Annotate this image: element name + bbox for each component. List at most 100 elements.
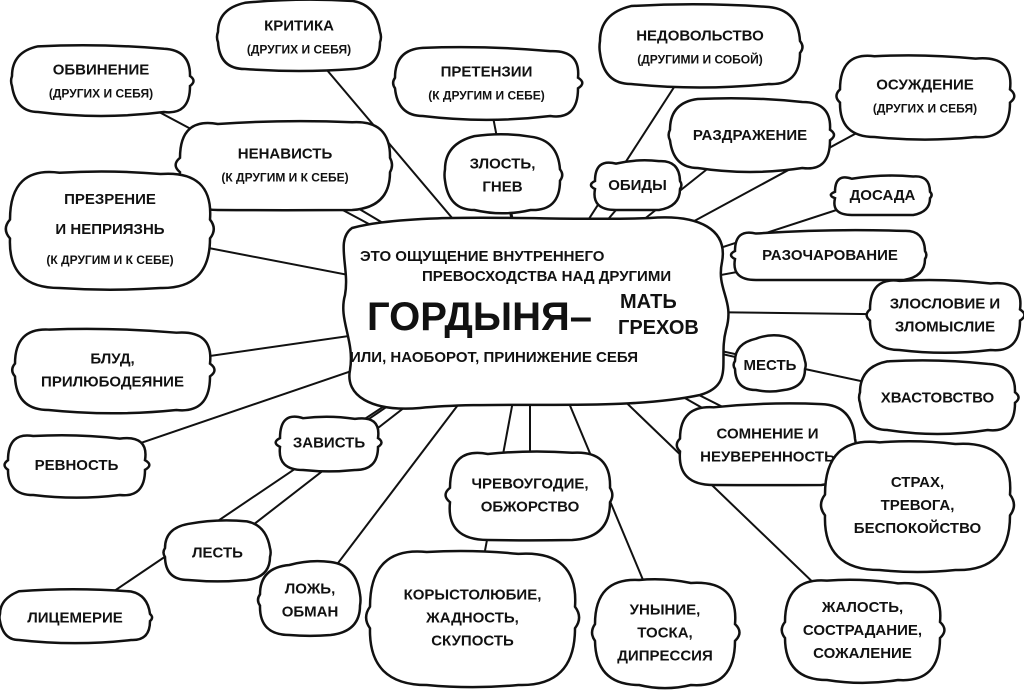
- node-label: РАЗОЧАРОВАНИЕ: [762, 247, 898, 264]
- node-blob: [819, 439, 1016, 574]
- node-label: ПРЕЗРЕНИЕ: [64, 191, 156, 208]
- node-blud: БЛУД, ПРИЛЮБОДЕЯНИЕ: [10, 327, 216, 415]
- node-blob: [675, 402, 857, 487]
- node-razocharovanie: РАЗОЧАРОВАНИЕ: [729, 228, 928, 282]
- center-line-2: ПРЕВОСХОДСТВА НАД ДРУГИМИ: [422, 268, 671, 285]
- node-label: ПРИЛЮБОДЕЯНИЕ: [41, 374, 184, 391]
- node-somnenie: СОМНЕНИЕ И НЕУВЕРЕННОСТЬ: [675, 402, 857, 487]
- node-label: ЗЛОМЫСЛИЕ: [895, 319, 995, 336]
- node-blob: [215, 0, 383, 73]
- node-zloslovie: ЗЛОСЛОВИЕ И ЗЛОМЫСЛИЕ: [865, 278, 1024, 355]
- node-label: ГНЕВ: [482, 179, 522, 196]
- node-licemerie: ЛИЦЕМЕРИЕ: [0, 587, 154, 645]
- node-label: КРИТИКА: [264, 18, 334, 35]
- node-label: УНЫНИЕ,: [630, 602, 701, 619]
- node-blob: [256, 559, 362, 638]
- node-sublabel: (К ДРУГИМ И К СЕБЕ): [221, 171, 348, 185]
- node-label: ЖАЛОСТЬ,: [821, 599, 903, 616]
- node-blob: [174, 119, 394, 212]
- node-blob: [391, 45, 584, 122]
- node-dosada: ДОСАДА: [829, 174, 933, 217]
- node-lest: ЛЕСТЬ: [162, 519, 272, 583]
- node-label: ЗЛОСТЬ,: [470, 156, 536, 173]
- node-label: ЛИЦЕМЕРИЕ: [27, 610, 123, 627]
- node-nedovolstvo: НЕДОВОЛЬСТВО (ДРУГИМИ И СОБОЙ): [598, 3, 804, 89]
- node-label: ЧРЕВОУГОДИЕ,: [471, 476, 588, 493]
- node-mest: МЕСТЬ: [732, 333, 807, 393]
- node-blob: [10, 327, 216, 415]
- node-blob: [444, 450, 614, 542]
- node-nenavist: НЕНАВИСТЬ(К ДРУГИМ И К СЕБЕ): [174, 119, 394, 212]
- node-sublabel: (ДРУГИХ И СЕБЯ): [247, 43, 351, 57]
- node-label: СТРАХ,: [891, 474, 944, 491]
- node-blob: [667, 96, 836, 174]
- node-label: ОБМАН: [282, 604, 339, 621]
- node-zhalost: ЖАЛОСТЬ, СОСТРАДАНИЕ, СОЖАЛЕНИЕ: [780, 578, 946, 685]
- node-label: СОЖАЛЕНИЕ: [813, 645, 912, 662]
- node-blob: [590, 578, 741, 690]
- center-title: ГОРДЫНЯ–: [367, 295, 592, 339]
- node-blob: [4, 170, 216, 291]
- node-korystolyubie: КОРЫСТОЛЮБИЕ, ЖАДНОСТЬ, СКУПОСТЬ: [364, 549, 581, 689]
- node-strah: СТРАХ,ТРЕВОГА,БЕСПОКОЙСТВО: [819, 439, 1016, 574]
- node-label: НЕДОВОЛЬСТВО: [636, 28, 764, 45]
- center-blob: [342, 216, 730, 410]
- node-label: И НЕПРИЯЗНЬ: [55, 221, 164, 238]
- node-pretenzii: ПРЕТЕНЗИИ(К ДРУГИМ И СЕБЕ): [391, 45, 584, 122]
- node-chrevougodie: ЧРЕВОУГОДИЕ, ОБЖОРСТВО: [444, 450, 614, 542]
- center-subtitle-1: МАТЬ: [620, 291, 677, 313]
- node-blob: [162, 519, 272, 583]
- node-sublabel: (ДРУГИМИ И СОБОЙ): [637, 52, 762, 67]
- node-label: ЗАВИСТЬ: [293, 435, 365, 452]
- node-blob: [0, 587, 154, 645]
- node-label: ХВАСТОВСТВО: [881, 390, 995, 407]
- node-sublabel: (К ДРУГИМ И СЕБЕ): [428, 89, 545, 103]
- node-hvastovstvo: ХВАСТОВСТВО: [857, 359, 1020, 436]
- node-label: ОБВИНЕНИЕ: [53, 62, 150, 79]
- node-blob: [9, 44, 195, 118]
- node-zavist: ЗАВИСТЬ: [274, 415, 383, 473]
- node-blob: [835, 54, 1016, 141]
- node-razdrazhenie: РАЗДРАЖЕНИЕ: [667, 96, 836, 174]
- node-osuzhdenie: ОСУЖДЕНИЕ(ДРУГИХ И СЕБЯ): [835, 54, 1016, 141]
- node-label: РЕВНОСТЬ: [35, 457, 119, 474]
- node-blob: [443, 132, 564, 215]
- node-label: СОМНЕНИЕ И: [716, 426, 818, 443]
- node-label: БЛУД,: [90, 351, 134, 368]
- node-label: РАЗДРАЖЕНИЕ: [693, 127, 807, 144]
- node-label: ЗЛОСЛОВИЕ И: [890, 296, 1000, 313]
- node-blob: [857, 359, 1020, 436]
- center-line-3: ИЛИ, НАОБОРОТ, ПРИНИЖЕНИЕ СЕБЯ: [350, 349, 638, 366]
- node-label: ОБИДЫ: [608, 177, 667, 194]
- center-node: ЭТО ОЩУЩЕНИЕ ВНУТРЕННЕГО ПРЕВОСХОДСТВА Н…: [342, 216, 730, 410]
- node-label: СОСТРАДАНИЕ,: [803, 622, 922, 639]
- node-sublabel: (ДРУГИХ И СЕБЯ): [873, 102, 977, 116]
- node-label: ТРЕВОГА,: [881, 497, 955, 514]
- node-blob: [865, 278, 1024, 355]
- node-blob: [364, 549, 581, 689]
- node-label: МЕСТЬ: [744, 357, 797, 374]
- node-blob: [829, 174, 933, 217]
- node-obidy: ОБИДЫ: [589, 159, 683, 212]
- node-label: ДОСАДА: [850, 187, 916, 204]
- node-obvinenie: ОБВИНЕНИЕ(ДРУГИХ И СЕБЯ): [9, 44, 195, 118]
- node-blob: [598, 3, 804, 89]
- node-unynie: УНЫНИЕ, ТОСКА, ДИПРЕССИЯ: [590, 578, 741, 690]
- node-blob: [3, 433, 151, 499]
- node-label: КОРЫСТОЛЮБИЕ,: [404, 587, 542, 604]
- center-subtitle-2: ГРЕХОВ: [618, 317, 699, 339]
- node-label: ЛОЖЬ,: [285, 581, 336, 598]
- node-blob: [589, 159, 683, 212]
- node-zlost: ЗЛОСТЬ, ГНЕВ: [443, 132, 564, 215]
- node-label: ОБЖОРСТВО: [481, 499, 580, 516]
- node-label: ТОСКА,: [637, 625, 692, 642]
- node-label: НЕУВЕРЕННОСТЬ: [700, 449, 835, 466]
- node-label: СКУПОСТЬ: [431, 633, 514, 650]
- node-revnost: РЕВНОСТЬ: [3, 433, 151, 499]
- node-label: ЖАДНОСТЬ,: [425, 610, 519, 627]
- center-line-1: ЭТО ОЩУЩЕНИЕ ВНУТРЕННЕГО: [360, 248, 605, 265]
- node-label: ДИПРЕССИЯ: [617, 648, 713, 665]
